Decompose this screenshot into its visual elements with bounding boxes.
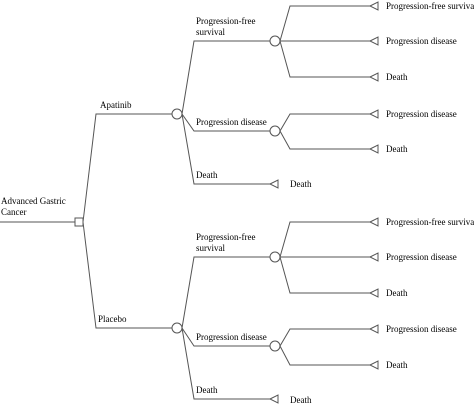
arm-placebo-line [82,221,172,329]
outcome-line [279,345,370,366]
outcome-line [279,40,370,78]
branch-placebo-death-label: Death [196,385,218,395]
branch-apatinib-pfs-label-line1: Progression-free [196,16,255,26]
terminal-node-icon [368,324,379,334]
outcome-label: Progression-free survival [386,1,474,11]
outcome-line [279,256,370,294]
root-label-line2: Cancer [1,207,26,217]
outcome-label: Progression disease [386,324,457,334]
outcome-line [279,5,370,42]
outcome-label: Death [386,72,408,82]
branch-placebo-pfs-label-line2: survival [196,243,225,253]
terminal-node-icon [368,217,379,227]
terminal-node-icon [368,1,379,11]
branch-apatinib-pfs-label-line2: survival [196,27,225,37]
terminal-node-icon [368,360,379,370]
chance-node-apatinib-pfs [269,35,281,47]
outcome-line [279,221,370,258]
terminal-node-icon [368,252,379,262]
terminal-node-icon [268,394,279,404]
terminal-node-icon [368,109,379,119]
branch-apatinib-pd-line [181,113,270,132]
outcome-label: Death [290,179,312,189]
branch-placebo-pfs-label-line1: Progression-free [196,232,255,242]
branch-apatinib-pfs-line [181,40,270,115]
outcome-line [279,113,370,132]
decision-node [74,217,84,227]
arm-apatinib-line [82,113,172,223]
outcome-label: Death [386,288,408,298]
arm-placebo-label: Placebo [98,314,127,324]
outcome-label: Death [290,395,312,405]
terminal-node-icon [368,144,379,154]
outcome-label: Progression disease [386,36,457,46]
branch-placebo-pd-line [181,327,270,347]
terminal-node-icon [368,288,379,298]
terminal-node-icon [368,72,379,82]
branch-apatinib-pd-label: Progression disease [196,117,267,127]
branch-placebo-pd-label: Progression disease [196,332,267,342]
outcome-label: Progression-free survival [386,217,474,227]
branch-placebo-pfs-line [181,256,270,329]
arm-apatinib-label: Apatinib [100,100,132,110]
outcome-label: Death [386,144,408,154]
outcome-label: Death [386,360,408,370]
terminal-node-icon [368,36,379,46]
root-label-line1: Advanced Gastric [1,196,66,206]
outcome-line [279,328,370,347]
chance-node-placebo-pfs [269,251,281,263]
chance-node-placebo-pd [269,340,281,352]
chance-node-apatinib [171,108,183,120]
outcome-line [279,130,370,150]
branch-apatinib-death-label: Death [196,170,218,180]
terminal-node-icon [268,179,279,189]
branch-apatinib-death-line [181,113,270,185]
chance-node-apatinib-pd [269,125,281,137]
outcome-label: Progression disease [386,109,457,119]
outcome-label: Progression disease [386,252,457,262]
chance-node-placebo [171,322,183,334]
branch-placebo-death-line [181,327,270,400]
